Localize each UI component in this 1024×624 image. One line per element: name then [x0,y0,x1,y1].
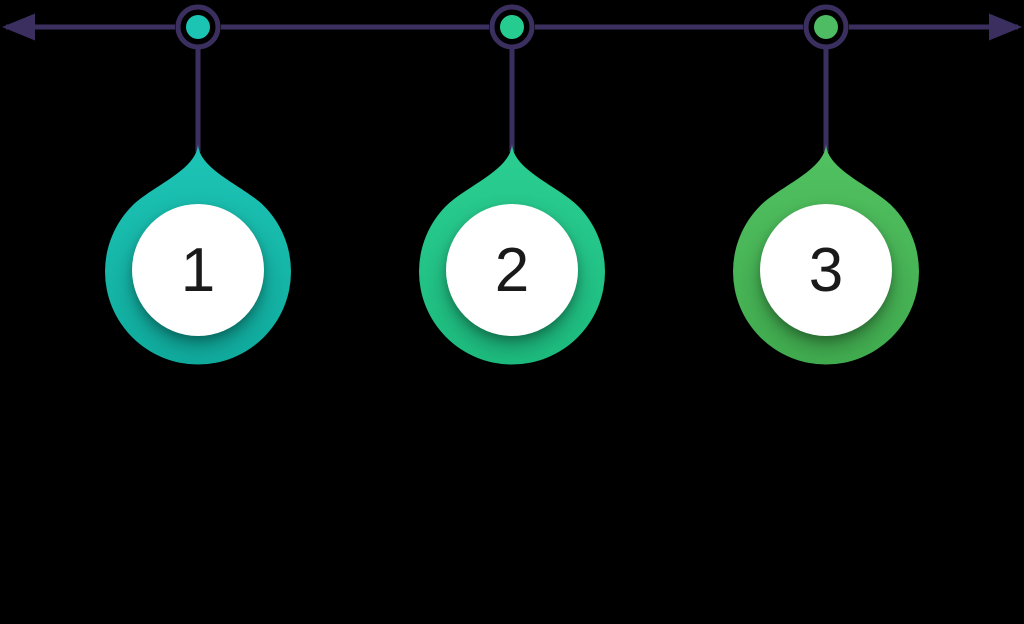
node-ring [803,4,849,50]
node-dot [814,15,838,39]
node-ring [489,4,535,50]
node-dot [500,15,524,39]
step-number: 1 [180,236,216,305]
arrow-right-icon [989,13,1022,41]
node-dot [186,15,210,39]
step-circle: 2 [446,204,578,336]
arrow-left-icon [2,13,35,41]
step-number: 3 [808,236,844,305]
step-circle: 3 [760,204,892,336]
step-circle: 1 [132,204,264,336]
node-ring [175,4,221,50]
step-number: 2 [494,236,530,305]
